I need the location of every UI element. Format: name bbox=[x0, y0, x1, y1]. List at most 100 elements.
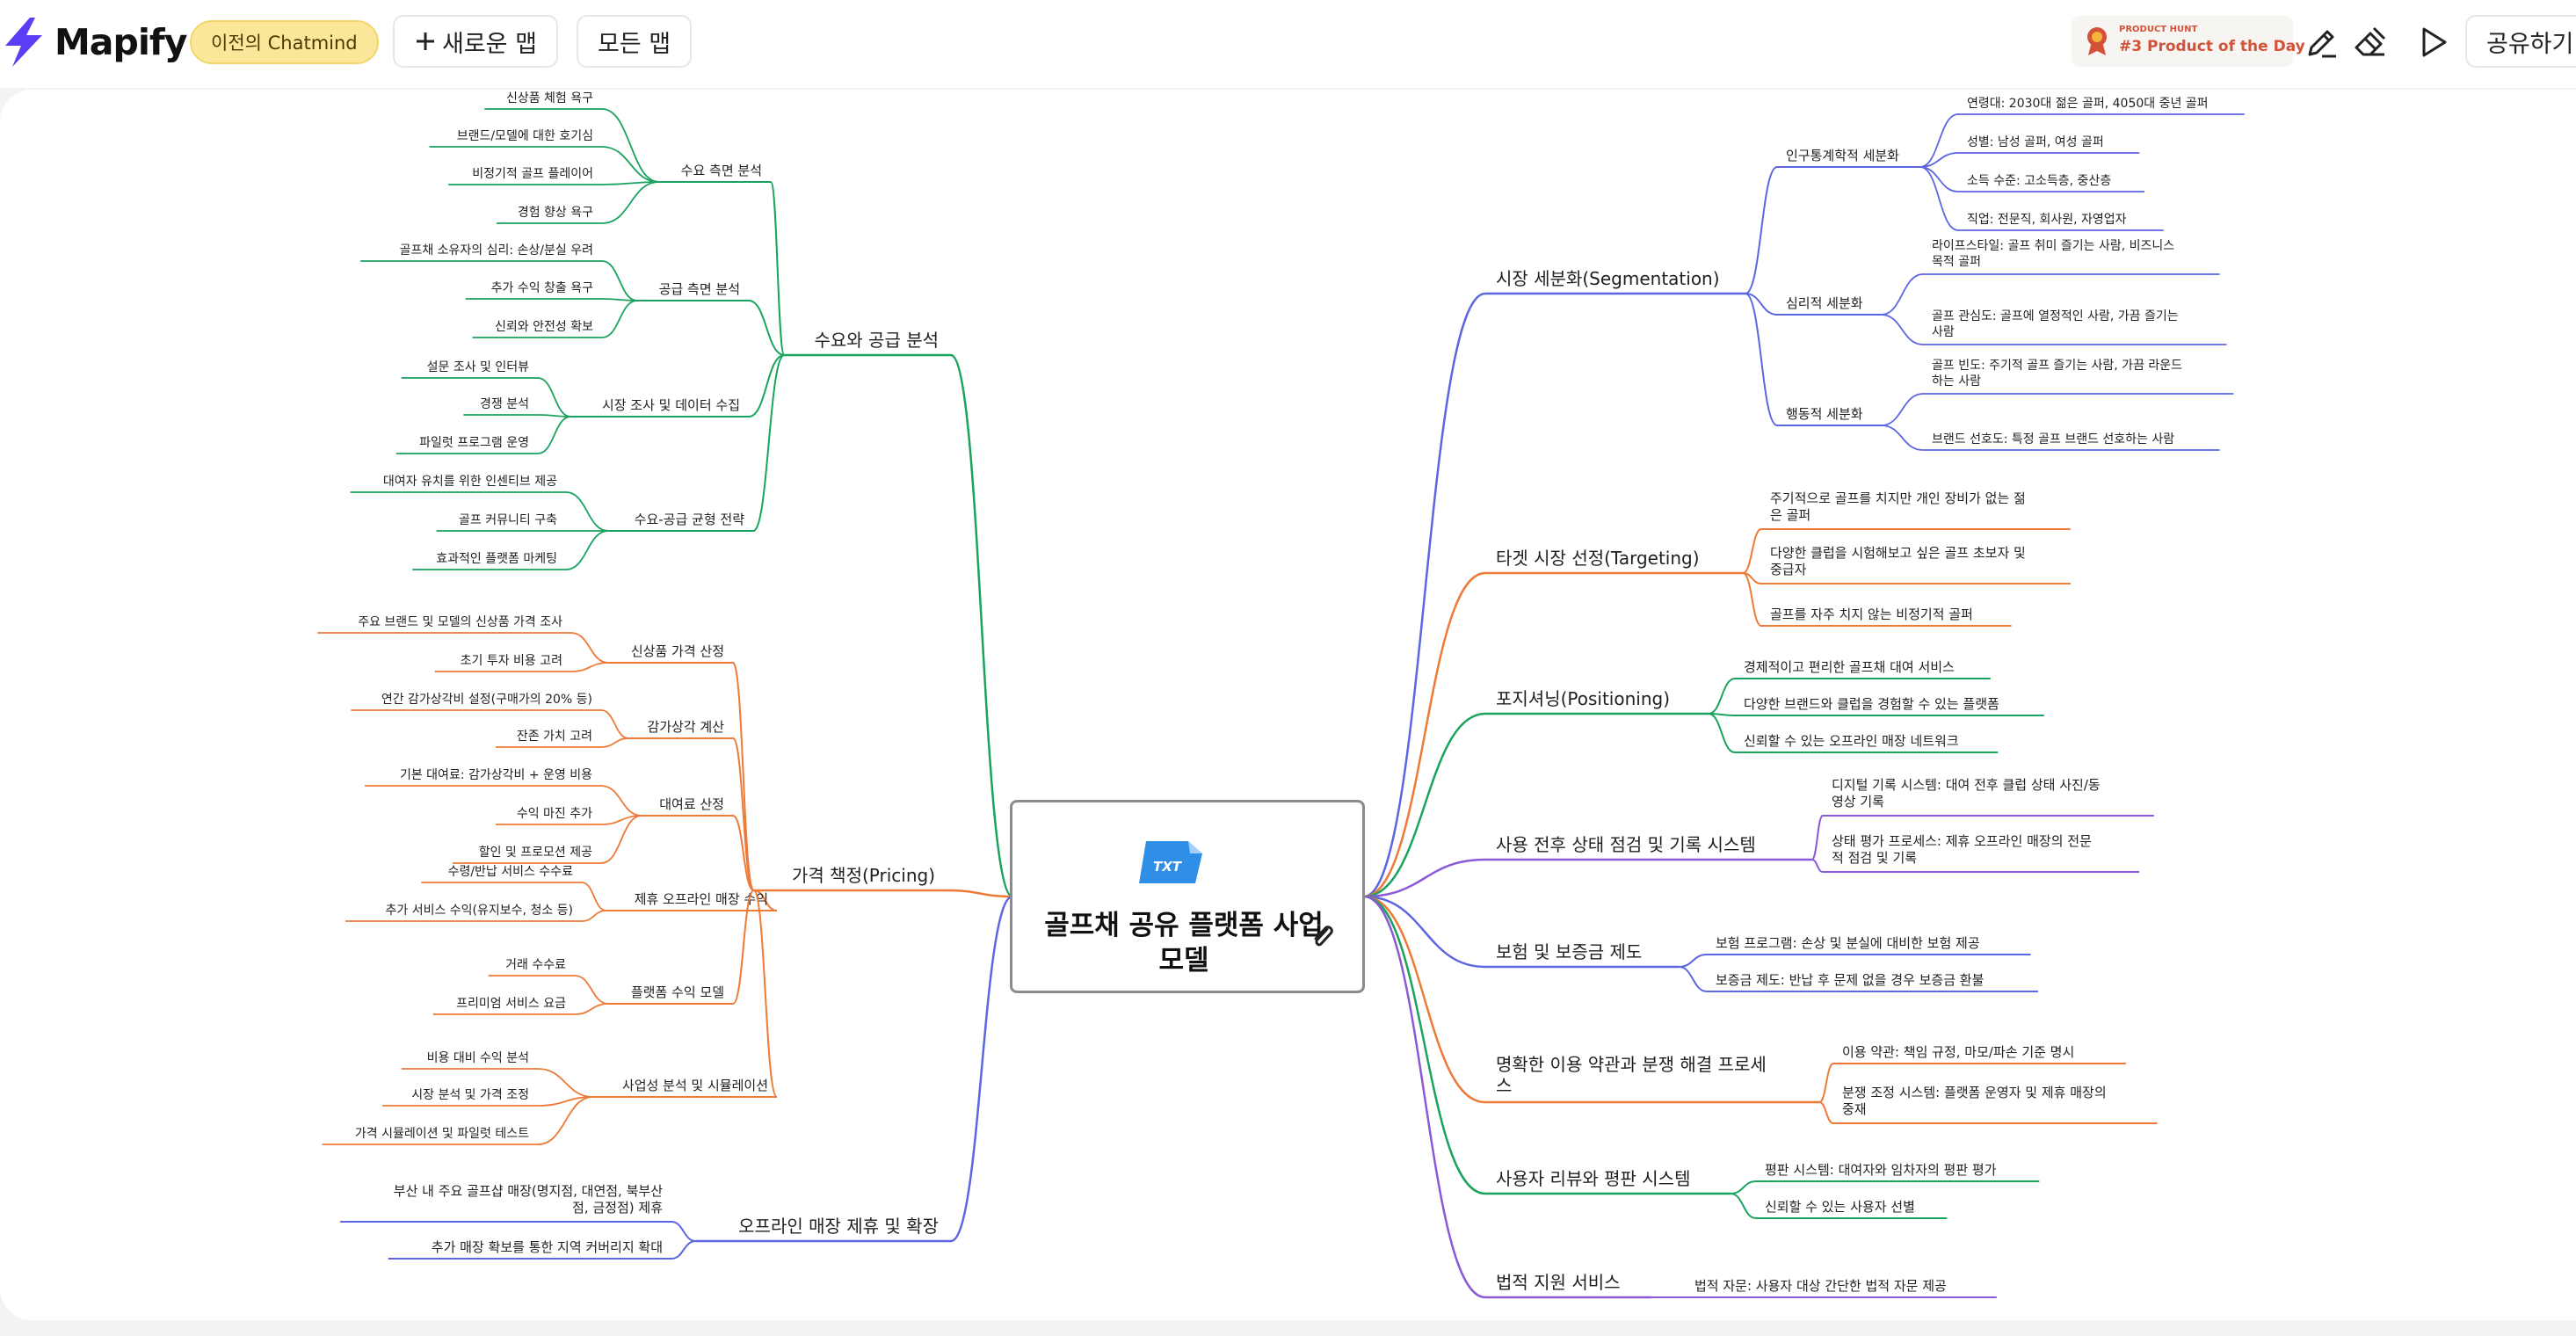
chatmind-badge[interactable]: 이전의 Chatmind bbox=[190, 20, 379, 64]
sub-right-4-0[interactable]: 보험 프로그램: 손상 및 분실에 대비한 보험 제공 bbox=[1716, 935, 1980, 951]
all-maps-button[interactable]: 모든 맵 bbox=[577, 15, 693, 68]
share-button[interactable]: 공유하기 bbox=[2465, 15, 2576, 68]
branch-right-1[interactable]: 타겟 시장 선정(Targeting) bbox=[1496, 548, 1700, 569]
leaf-left-0-2-2[interactable]: 파일럿 프로그램 운영 bbox=[419, 436, 529, 450]
leaf-right-0-0-3-link bbox=[1919, 166, 1959, 231]
sub-left-1-3[interactable]: 제휴 오프라인 매장 수익 bbox=[635, 891, 768, 907]
leaf-left-0-2-0[interactable]: 설문 조사 및 인터뷰 bbox=[427, 360, 530, 374]
leaf-left-1-2-0[interactable]: 기본 대여료: 감가상각비 + 운영 비용 bbox=[400, 768, 592, 782]
sub-right-0-1[interactable]: 심리적 세분화 bbox=[1786, 295, 1863, 311]
sub-left-1-0[interactable]: 신상품 가격 산정 bbox=[631, 643, 724, 659]
sub-right-1-2[interactable]: 골프를 자주 치지 않는 비정기적 골퍼 bbox=[1770, 606, 1973, 622]
leaf-right-0-0-0[interactable]: 연령대: 2030대 젊은 골퍼, 4050대 중년 골퍼 bbox=[1967, 97, 2209, 111]
new-map-button[interactable]: 새로운 맵 bbox=[393, 15, 558, 68]
sub-left-0-0[interactable]: 수요 측면 분석 bbox=[681, 163, 762, 178]
leaf-left-0-0-1[interactable]: 브랜드/모델에 대한 호기심 bbox=[457, 129, 593, 143]
eraser-icon[interactable] bbox=[2351, 23, 2390, 62]
leaf-right-0-0-2[interactable]: 소득 수준: 고소득층, 중산층 bbox=[1967, 174, 2111, 188]
branch-left-0[interactable]: 수요와 공급 분석 bbox=[814, 330, 939, 351]
leaf-left-0-2-1[interactable]: 경쟁 분석 bbox=[480, 397, 529, 411]
sub-right-0-2[interactable]: 행동적 세분화 bbox=[1786, 406, 1863, 422]
leaf-left-1-4-0[interactable]: 거래 수수료 bbox=[505, 958, 566, 972]
sub-right-2-2[interactable]: 신뢰할 수 있는 오프라인 매장 네트워크 bbox=[1744, 733, 1959, 749]
leaf-right-0-0-0-link bbox=[1919, 113, 1959, 168]
sub-left-0-1[interactable]: 공급 측면 분석 bbox=[659, 281, 740, 297]
sub-left-1-4[interactable]: 플랫폼 수익 모델 bbox=[631, 984, 724, 1000]
leaf-left-1-3-1[interactable]: 추가 서비스 수익(유지보수, 청소 등) bbox=[386, 904, 574, 918]
branch-right-4[interactable]: 보험 및 보증금 제도 bbox=[1496, 941, 1642, 962]
sub-left-1-1[interactable]: 감가상각 계산 bbox=[647, 719, 724, 735]
leaf-left-1-4-1[interactable]: 프리미엄 서비스 요금 bbox=[456, 997, 566, 1011]
sub-left-0-3[interactable]: 수요-공급 균형 전략 bbox=[635, 512, 745, 527]
sub-right-0-0[interactable]: 인구통계학적 세분화 bbox=[1786, 148, 1899, 163]
leaf-left-1-5-2[interactable]: 가격 시뮬레이션 및 파일럿 테스트 bbox=[355, 1127, 529, 1141]
play-icon[interactable] bbox=[2414, 23, 2453, 62]
sub-right-5-0[interactable]: 이용 약관: 책임 규정, 마모/파손 기준 명시 bbox=[1842, 1044, 2074, 1060]
leaf-left-0-3-2[interactable]: 효과적인 플랫폼 마케팅 bbox=[436, 552, 557, 566]
leaf-left-1-3-0[interactable]: 수령/반납 서비스 수수료 bbox=[448, 865, 574, 879]
leaf-left-0-3-1[interactable]: 골프 커뮤니티 구축 bbox=[459, 513, 557, 527]
lightning-logo-icon bbox=[5, 18, 42, 67]
leaf-left-0-1-2[interactable]: 신뢰와 안전성 확보 bbox=[495, 320, 593, 334]
branch-right-3[interactable]: 사용 전후 상태 점검 및 기록 시스템 bbox=[1496, 834, 1756, 855]
branch-right-0[interactable]: 시장 세분화(Segmentation) bbox=[1496, 268, 1720, 289]
product-hunt-badge[interactable]: PRODUCT HUNT #3 Product of the Day bbox=[2072, 16, 2305, 67]
leaf-left-1-5-1[interactable]: 시장 분석 및 가격 조정 bbox=[411, 1088, 529, 1102]
central-node[interactable]: TXT 골프채 공유 플랫폼 사업 모델 bbox=[1010, 800, 1365, 993]
app-logo[interactable]: Mapify bbox=[0, 16, 187, 69]
branch-right-3-link bbox=[1363, 858, 1486, 898]
branch-right-4-link bbox=[1363, 895, 1486, 969]
branch-right-6[interactable]: 사용자 리뷰와 평판 시스템 bbox=[1496, 1168, 1690, 1189]
sub-left-2-1[interactable]: 추가 매장 확보를 통한 지역 커버리지 확대 bbox=[432, 1239, 663, 1255]
leaf-left-1-1-1[interactable]: 잔존 가치 고려 bbox=[517, 730, 592, 744]
leaf-left-1-4-0-link bbox=[574, 975, 609, 1005]
leaf-left-1-1-0[interactable]: 연간 감가상각비 설정(구매가의 20% 등) bbox=[381, 693, 592, 707]
branch-left-2[interactable]: 오프라인 매장 제휴 및 확장 bbox=[738, 1216, 939, 1237]
branch-right-2[interactable]: 포지셔닝(Positioning) bbox=[1496, 688, 1670, 709]
sub-left-0-0-link bbox=[770, 181, 786, 356]
leaf-right-0-0-3[interactable]: 직업: 전문직, 회사원, 자영업자 bbox=[1967, 213, 2127, 227]
leaf-left-1-0-1[interactable]: 초기 투자 비용 고려 bbox=[461, 654, 562, 668]
branch-right-7[interactable]: 법적 지원 서비스 bbox=[1496, 1272, 1621, 1293]
sub-left-0-2[interactable]: 시장 조사 및 데이터 수집 bbox=[602, 397, 740, 413]
sub-right-7-0[interactable]: 법적 자문: 사용자 대상 간단한 법적 자문 제공 bbox=[1694, 1278, 1947, 1294]
paperclip-icon[interactable] bbox=[1310, 922, 1336, 952]
branch-left-1[interactable]: 가격 책정(Pricing) bbox=[792, 865, 935, 886]
leaf-left-0-3-0[interactable]: 대여자 유치를 위한 인센티브 제공 bbox=[383, 475, 557, 489]
sub-left-1-5[interactable]: 사업성 분석 및 시뮬레이션 bbox=[622, 1078, 768, 1093]
leaf-left-1-2-1[interactable]: 수익 마진 추가 bbox=[517, 807, 592, 821]
leaf-left-0-0-3[interactable]: 경험 향상 욕구 bbox=[518, 206, 593, 220]
leaf-left-0-1-0[interactable]: 골프채 소유자의 심리: 손상/분실 우려 bbox=[400, 243, 593, 258]
leaf-left-0-0-2[interactable]: 비정기적 골프 플레이어 bbox=[472, 167, 593, 181]
sub-left-1-1-link bbox=[732, 737, 755, 891]
sub-right-2-1[interactable]: 다양한 브랜드와 클럽을 경험할 수 있는 플랫폼 bbox=[1744, 696, 1999, 712]
pen-icon[interactable] bbox=[2303, 23, 2341, 62]
leaf-right-0-1-0-link bbox=[1881, 273, 1924, 316]
leaf-right-0-2-1[interactable]: 브랜드 선호도: 특정 골프 브랜드 선호하는 사람 bbox=[1932, 432, 2174, 447]
sub-right-2-0[interactable]: 경제적이고 편리한 골프채 대여 서비스 bbox=[1744, 659, 1955, 675]
sub-right-4-1[interactable]: 보증금 제도: 반납 후 문제 없을 경우 보증금 환불 bbox=[1716, 972, 1984, 988]
leaf-left-1-0-0[interactable]: 주요 브랜드 및 모델의 신상품 가격 조사 bbox=[358, 615, 562, 629]
leaf-left-0-0-0[interactable]: 신상품 체험 욕구 bbox=[506, 91, 593, 105]
sub-left-1-4-link bbox=[732, 889, 755, 1005]
leaf-left-1-2-2[interactable]: 할인 및 프로모션 제공 bbox=[479, 846, 592, 860]
leaf-left-0-1-1[interactable]: 추가 수익 창출 욕구 bbox=[491, 281, 594, 295]
branch-right-0-link bbox=[1363, 292, 1486, 898]
leaf-left-1-5-0[interactable]: 비용 대비 수익 분석 bbox=[427, 1051, 529, 1065]
sub-left-1-2[interactable]: 대여료 산정 bbox=[659, 796, 724, 812]
sub-right-6-0[interactable]: 평판 시스템: 대여자와 임차자의 평판 평가 bbox=[1765, 1162, 1997, 1178]
sub-right-6-1[interactable]: 신뢰할 수 있는 사용자 선별 bbox=[1765, 1199, 1915, 1215]
branch-right-5-link bbox=[1363, 895, 1486, 1104]
leaf-right-0-0-1[interactable]: 성별: 남성 골퍼, 여성 골퍼 bbox=[1967, 135, 2104, 149]
